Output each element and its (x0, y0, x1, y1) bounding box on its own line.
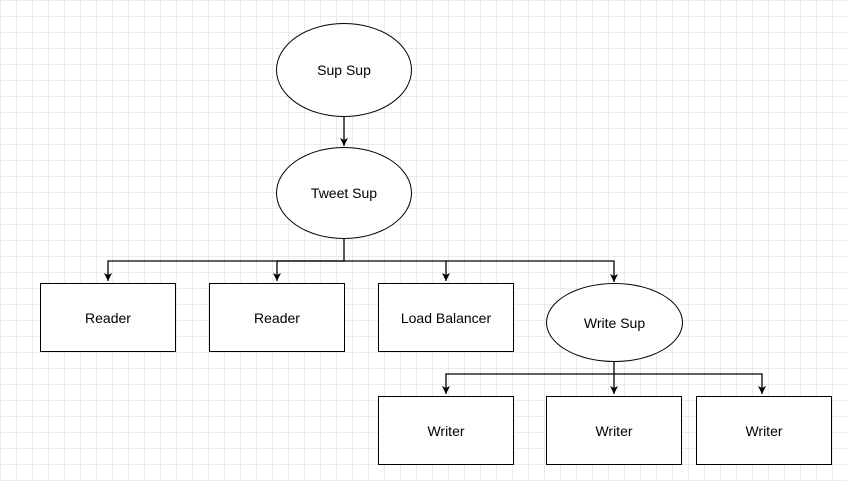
node-reader-1[interactable]: Reader (40, 283, 176, 352)
node-label: Writer (427, 422, 465, 439)
node-label: Writer (745, 422, 783, 439)
node-tweet-sup[interactable]: Tweet Sup (276, 147, 412, 239)
edge-tweetsup-to-load-balancer[interactable] (344, 260, 450, 281)
edge-tweetsup-to-reader-1[interactable] (104, 239, 345, 281)
edge-writesup-to-writer-1[interactable] (442, 362, 615, 394)
node-label: Reader (85, 309, 131, 326)
node-reader-2[interactable]: Reader (209, 283, 345, 352)
node-writer-1[interactable]: Writer (378, 396, 514, 465)
node-label: Reader (254, 309, 300, 326)
node-label: Write Sup (583, 314, 646, 331)
edge-writesup-to-writer-3[interactable] (614, 373, 766, 394)
node-label: Load Balancer (400, 309, 492, 326)
node-writer-2[interactable]: Writer (546, 396, 682, 465)
node-writer-3[interactable]: Writer (696, 396, 832, 465)
edge-tweetsup-to-reader-2[interactable] (273, 260, 344, 281)
edge-tweetsup-to-write-sup[interactable] (446, 260, 618, 282)
node-label: Sup Sup (317, 62, 371, 78)
node-write-sup[interactable]: Write Sup (546, 283, 683, 362)
node-load-balancer[interactable]: Load Balancer (378, 283, 514, 352)
node-sup-sup[interactable]: Sup Sup (276, 23, 412, 117)
node-label: Writer (595, 422, 633, 439)
node-label: Tweet Sup (310, 185, 378, 201)
